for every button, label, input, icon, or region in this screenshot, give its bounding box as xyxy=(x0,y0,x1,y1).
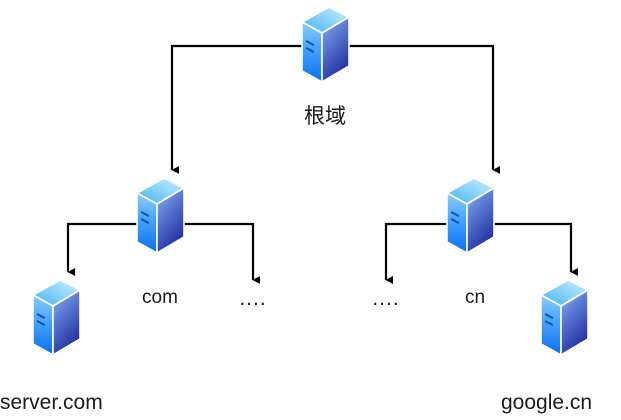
server-icon xyxy=(135,177,186,255)
node-root[interactable] xyxy=(297,4,353,88)
server-icon xyxy=(300,6,351,84)
node-google-cn[interactable] xyxy=(536,277,592,361)
edge-root-to-cn xyxy=(325,44,500,174)
server-icon xyxy=(31,279,82,357)
node-server-com-label: server.com xyxy=(0,391,103,414)
node-cn-label: cn xyxy=(464,287,486,308)
node-cn[interactable] xyxy=(442,175,498,259)
server-icon xyxy=(539,279,590,357)
edge-cn-to-ellipsis xyxy=(384,222,470,284)
server-icon xyxy=(445,177,496,255)
edge-com-to-ellipsis xyxy=(160,222,260,284)
node-com-label: com xyxy=(142,287,178,308)
ellipsis-label-cn: .... xyxy=(372,287,400,310)
edge-com-to-server-com xyxy=(66,222,160,276)
node-google-cn-label: google.cn xyxy=(501,391,593,414)
edge-root-to-com xyxy=(170,44,325,174)
node-server-com[interactable] xyxy=(28,277,84,361)
ellipsis-label-com: .... xyxy=(239,287,267,310)
edge-cn-to-google-cn xyxy=(470,222,578,276)
node-com[interactable] xyxy=(132,175,188,259)
node-root-label: 根域 xyxy=(304,105,346,128)
